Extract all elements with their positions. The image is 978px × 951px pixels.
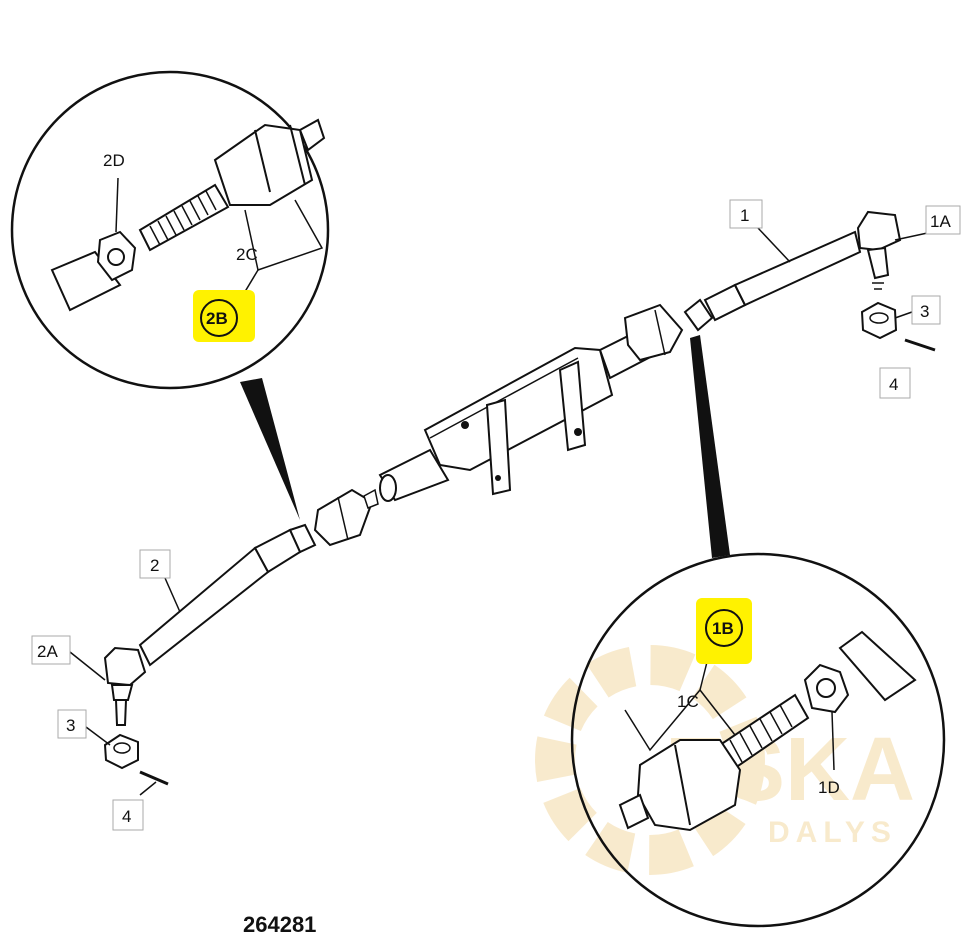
tie-rod-1: [683, 210, 936, 558]
detail-circle-2: [10, 70, 330, 520]
callout-1a: 1A: [930, 212, 951, 231]
callout-3-right: 3: [920, 302, 929, 321]
callout-1-box: 1: [729, 199, 763, 229]
callout-1d: 1D: [818, 778, 840, 797]
callout-1b: 1B: [712, 619, 734, 638]
figure-number: 264281: [243, 912, 316, 937]
callout-1c: 1C: [677, 692, 699, 711]
callout-2-box: 2: [139, 549, 171, 579]
callout-1b-highlight: 1B: [696, 598, 752, 664]
callout-3-left: 3: [66, 716, 75, 735]
callout-2d: 2D: [103, 151, 125, 170]
callout-1: 1: [740, 206, 749, 225]
callout-4-right: 4: [889, 375, 898, 394]
callout-2c: 2C: [236, 245, 258, 264]
callout-4-right-box: 4: [879, 367, 911, 399]
detail-circle-1: [570, 552, 946, 928]
tie-rod-2: [69, 523, 317, 796]
callout-2b-highlight: 2B: [193, 290, 255, 342]
callout-2b: 2B: [206, 309, 228, 328]
callout-1a-box: 1A: [925, 205, 961, 235]
watermark-line2: DALYS: [768, 816, 897, 849]
callout-3-left-box: 3: [57, 709, 87, 739]
callout-4-left-box: 4: [112, 799, 144, 831]
callout-2: 2: [150, 556, 159, 575]
callout-2a-box: 2A: [31, 635, 71, 665]
steering-rack: [313, 303, 684, 547]
callout-3-right-box: 3: [911, 295, 941, 325]
callout-4-left: 4: [122, 807, 131, 826]
callout-2a: 2A: [37, 642, 58, 661]
